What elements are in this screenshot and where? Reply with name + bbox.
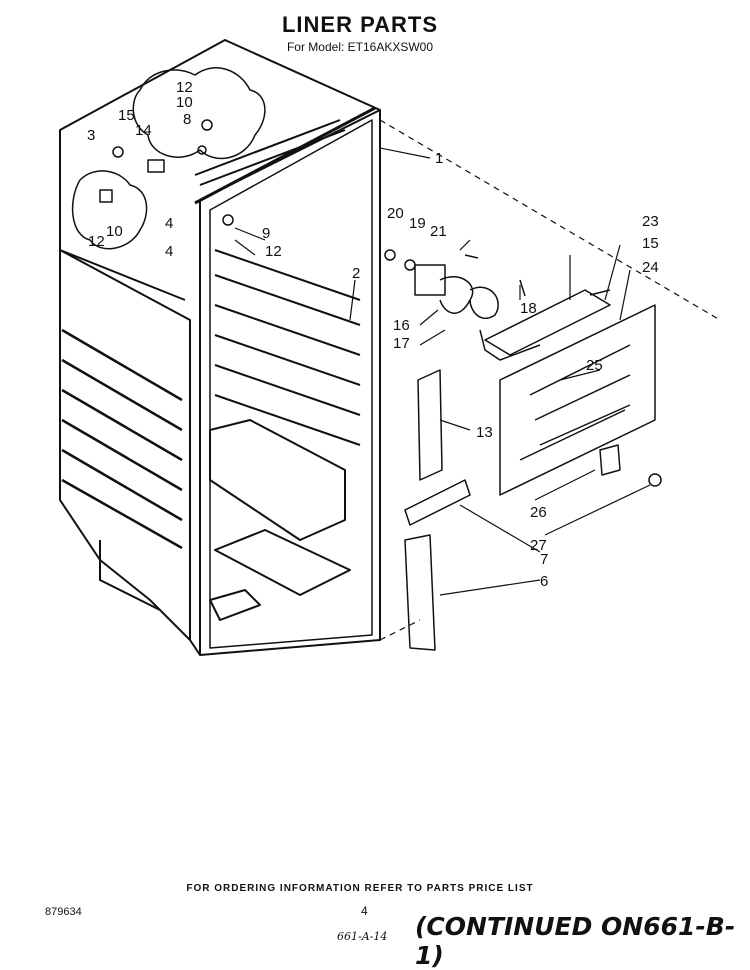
callout-16: 16 xyxy=(393,317,410,334)
callout-13: 13 xyxy=(476,424,493,441)
callout-27: 27 xyxy=(530,537,547,554)
callout-19: 19 xyxy=(409,215,426,232)
callout-9: 9 xyxy=(262,225,270,242)
callout-20: 20 xyxy=(387,205,404,222)
callout-15b: 15 xyxy=(642,235,659,252)
callout-4a: 4 xyxy=(165,215,173,232)
ordering-note: FOR ORDERING INFORMATION REFER TO PARTS … xyxy=(186,883,534,894)
exploded-parts-diagram: 1 2 3 4 4 6 7 8 9 10 10 12 12 12 13 14 1… xyxy=(59,39,721,656)
callout-12b: 12 xyxy=(88,233,105,250)
callout-23: 23 xyxy=(642,213,659,230)
callout-3: 3 xyxy=(87,127,95,144)
callout-26: 26 xyxy=(530,504,547,521)
continued-note: (CONTINUED ON661-B-1) xyxy=(415,912,736,970)
cabinet-liner xyxy=(59,39,381,656)
callout-17: 17 xyxy=(393,335,410,352)
callout-labels: 1 2 3 4 4 6 7 8 9 10 10 12 12 12 13 14 1… xyxy=(87,79,659,590)
leader-lines xyxy=(234,119,721,641)
callout-14: 14 xyxy=(135,122,152,139)
callout-2: 2 xyxy=(352,265,360,282)
callout-12a: 12 xyxy=(176,79,193,96)
document-number: 879634 xyxy=(45,906,82,918)
callout-24: 24 xyxy=(642,259,659,276)
callout-15a: 15 xyxy=(118,107,135,124)
callout-21: 21 xyxy=(430,223,447,240)
page-number: 4 xyxy=(361,904,368,918)
control-mounting-area xyxy=(71,67,266,250)
handwritten-reference: 661-A-14 xyxy=(337,930,388,943)
callout-12c: 12 xyxy=(265,243,282,260)
callout-10b: 10 xyxy=(106,223,123,240)
callout-18: 18 xyxy=(520,300,537,317)
page-title: LINER PARTS xyxy=(281,12,439,37)
fan-motor-assembly xyxy=(384,249,541,361)
callout-6: 6 xyxy=(540,573,548,590)
callout-25: 25 xyxy=(586,357,603,374)
callout-8: 8 xyxy=(183,111,191,128)
evaporator-cover xyxy=(484,289,662,496)
callout-10a: 10 xyxy=(176,94,193,111)
callout-7: 7 xyxy=(540,551,548,568)
model-subtitle: For Model: ET16AKXSW00 xyxy=(286,40,434,54)
callout-4b: 4 xyxy=(165,243,173,260)
divider-panels xyxy=(404,369,471,651)
callout-1: 1 xyxy=(435,150,443,167)
